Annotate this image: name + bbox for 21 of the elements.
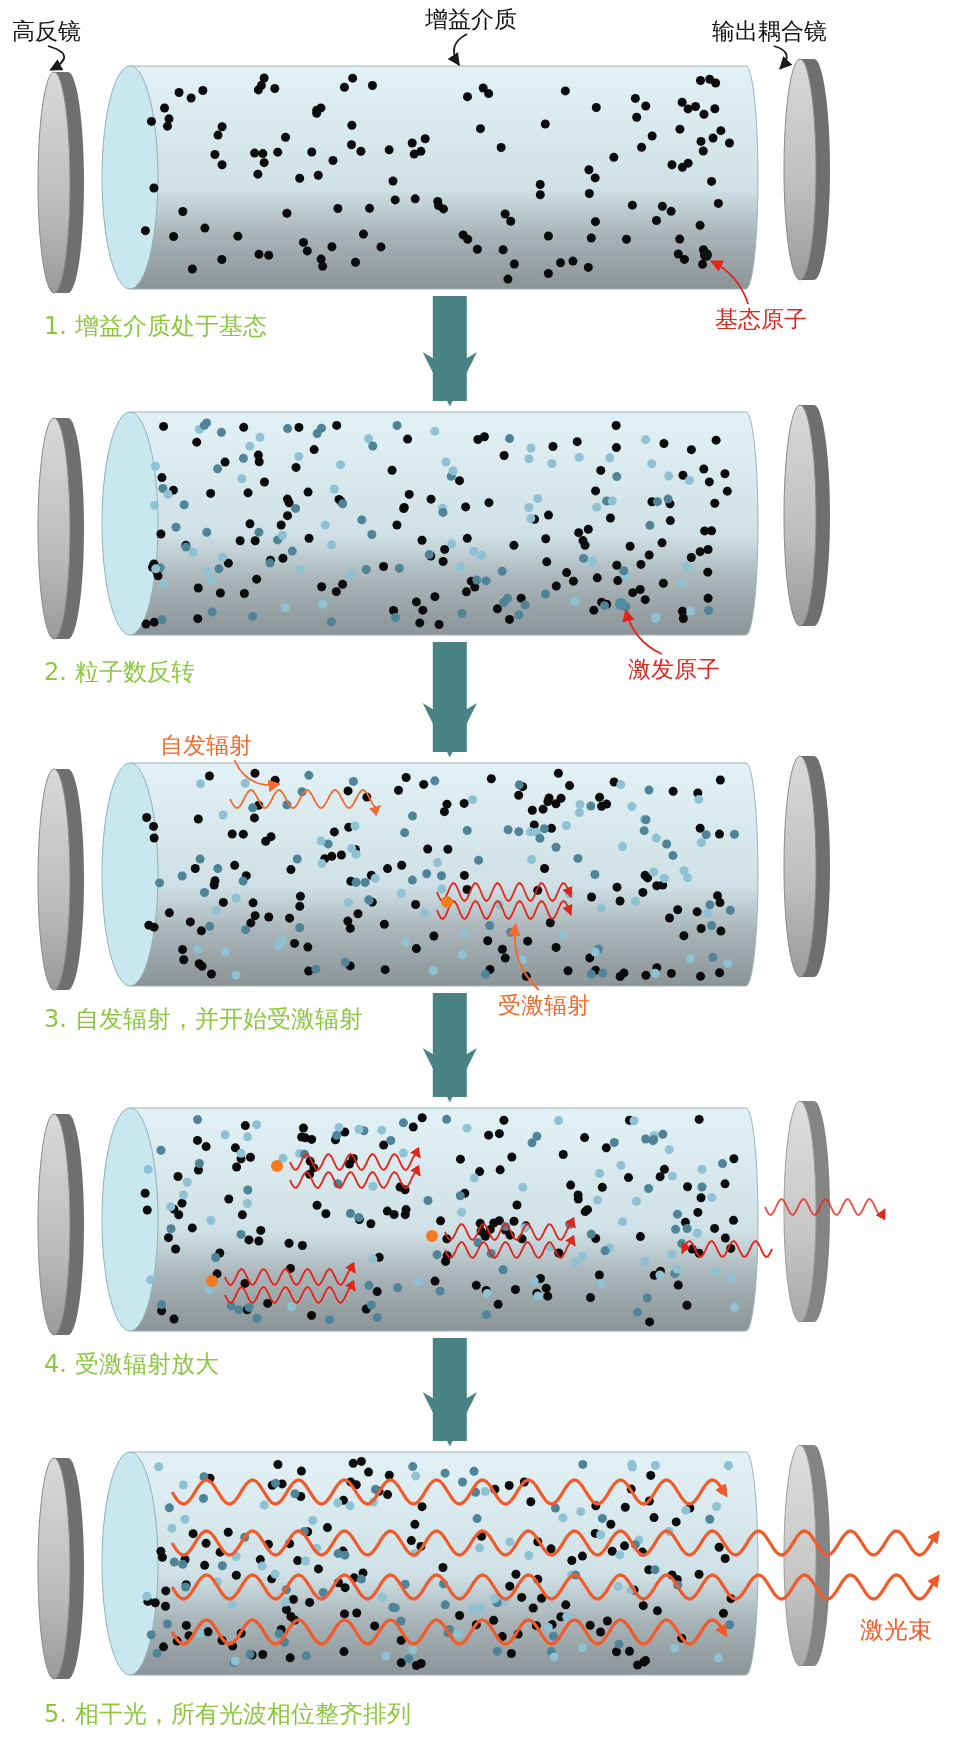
leader-arrow [47, 45, 66, 71]
part-label: 高反镜 [12, 17, 81, 46]
step-caption: 3. 自发辐射，并开始受激辐射 [44, 1004, 363, 1035]
leader-arrow [772, 45, 793, 70]
part-label: 输出耦合镜 [712, 17, 827, 46]
leader-arrow [622, 608, 663, 655]
step-arrow [422, 993, 477, 1103]
part-label: 激发原子 [628, 655, 720, 684]
part-label: 基态原子 [715, 305, 807, 334]
leader-arrow [447, 33, 468, 67]
beam-label: 激光束 [860, 1615, 932, 1646]
step-caption: 5. 相干光，所有光波相位整齐排列 [44, 1699, 411, 1730]
step-arrow [422, 296, 477, 407]
step-caption: 2. 粒子数反转 [44, 657, 195, 688]
part-label: 受激辐射 [498, 991, 590, 1020]
step-caption: 1. 增益介质处于基态 [44, 311, 267, 342]
part-label: 增益介质 [425, 5, 517, 34]
step-caption: 4. 受激辐射放大 [44, 1349, 219, 1380]
step-arrow [422, 1338, 477, 1447]
part-label: 自发辐射 [160, 731, 252, 760]
step-arrow [422, 642, 477, 758]
